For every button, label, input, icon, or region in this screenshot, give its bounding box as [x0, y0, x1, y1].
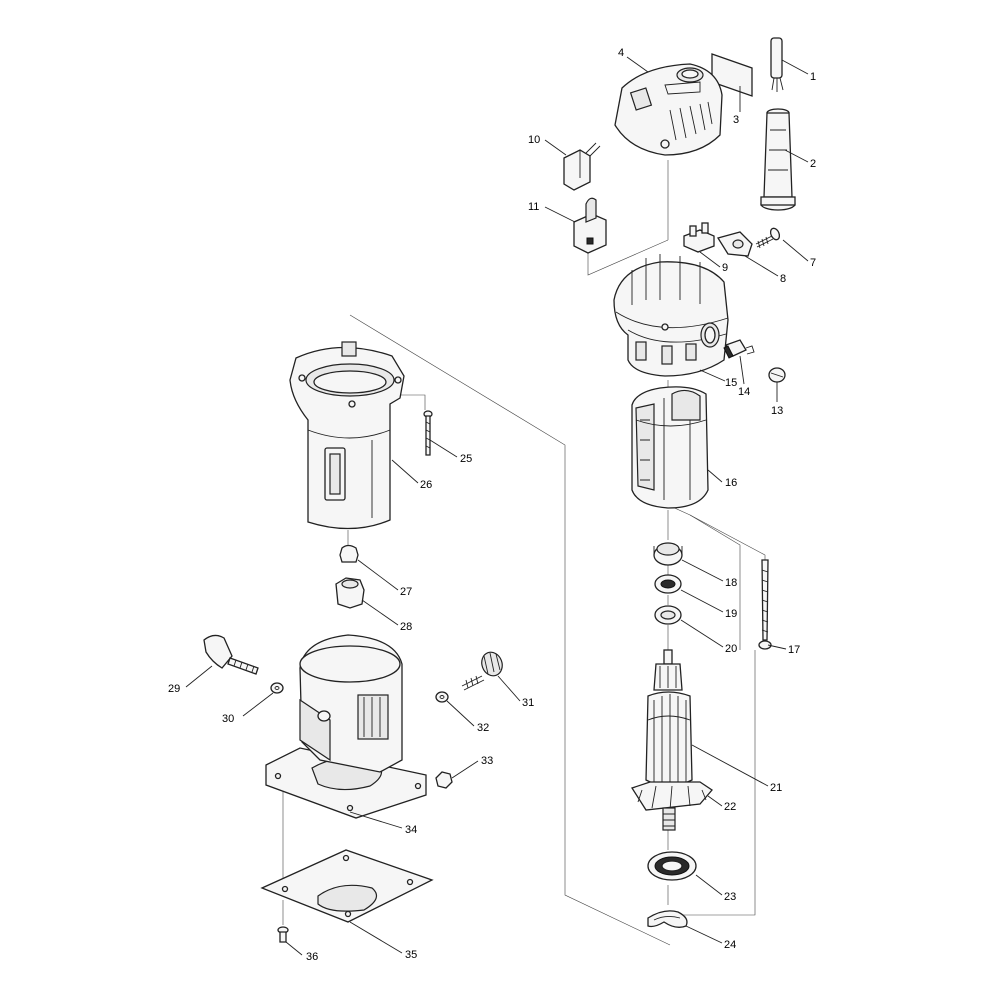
callout-19: 19 — [725, 608, 737, 620]
callout-24: 24 — [724, 939, 736, 951]
part-clamp-lever — [203, 634, 259, 675]
part-baffle — [653, 542, 683, 566]
callout-27: 27 — [400, 586, 412, 598]
part-motor-housing — [613, 254, 729, 377]
part-nut — [335, 577, 365, 609]
part-base — [265, 634, 427, 819]
callout-26: 26 — [420, 479, 432, 491]
part-brush-cap — [768, 367, 786, 383]
part-screw-36 — [277, 926, 289, 943]
part-washer-32 — [435, 691, 449, 703]
callout-17: 17 — [788, 644, 800, 656]
callout-18: 18 — [725, 577, 737, 589]
part-capacitor — [563, 142, 601, 191]
callout-25: 25 — [460, 453, 472, 465]
callout-29: 29 — [168, 683, 180, 695]
callout-1: 1 — [810, 71, 816, 83]
part-carbon-brush — [723, 339, 755, 359]
callout-2: 2 — [810, 158, 816, 170]
part-switch — [573, 197, 607, 254]
callout-31: 31 — [522, 697, 534, 709]
leader-lines — [185, 56, 809, 956]
callout-4: 4 — [618, 47, 624, 59]
callout-16: 16 — [725, 477, 737, 489]
part-nut-33 — [435, 771, 453, 789]
part-cap-nut — [339, 544, 359, 563]
part-motor-sleeve — [289, 341, 405, 530]
callout-35: 35 — [405, 949, 417, 961]
part-cord — [770, 37, 784, 92]
part-field — [631, 386, 709, 509]
part-armature — [645, 649, 693, 788]
part-brush-holder — [716, 231, 753, 257]
part-bearing-20 — [654, 605, 682, 625]
part-long-screw — [758, 559, 772, 650]
callout-23: 23 — [724, 891, 736, 903]
callout-36: 36 — [306, 951, 318, 963]
callout-32: 32 — [477, 722, 489, 734]
part-bearing-19 — [654, 574, 682, 594]
callout-7: 7 — [810, 257, 816, 269]
callout-11: 11 — [528, 201, 539, 213]
part-terminal — [683, 222, 715, 253]
part-fan — [631, 781, 713, 831]
part-cord-guard — [760, 108, 796, 211]
part-bearing-23 — [647, 851, 697, 881]
part-base-plate — [260, 849, 434, 923]
part-washer-30 — [270, 682, 284, 694]
callout-21: 21 — [770, 782, 782, 794]
part-wave-washer — [647, 910, 688, 928]
callout-13: 13 — [771, 405, 783, 417]
callout-30: 30 — [222, 713, 234, 725]
callout-22: 22 — [724, 801, 736, 813]
callout-numbers: 1 2 3 4 7 8 9 10 11 13 14 15 16 17 18 19… — [168, 47, 816, 963]
callout-20: 20 — [725, 643, 737, 655]
callout-33: 33 — [481, 755, 493, 767]
callout-3: 3 — [733, 114, 739, 126]
callout-34: 34 — [405, 824, 417, 836]
part-screw-7 — [755, 227, 781, 249]
part-thumb-screw — [461, 651, 503, 691]
callout-10: 10 — [528, 134, 540, 146]
part-screw-25 — [423, 410, 433, 456]
part-nameplate — [711, 53, 753, 97]
part-rear-cover — [614, 63, 723, 156]
callout-14: 14 — [738, 386, 750, 398]
callout-8: 8 — [780, 273, 786, 285]
callout-9: 9 — [722, 262, 728, 274]
callout-15: 15 — [725, 377, 737, 389]
callout-28: 28 — [400, 621, 412, 633]
